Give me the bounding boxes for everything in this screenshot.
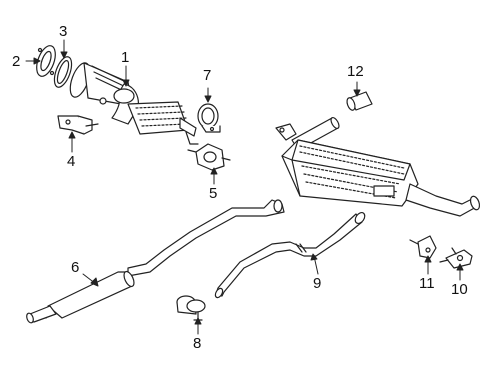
part-6-center-pipe bbox=[26, 199, 285, 324]
callout-10: 10 bbox=[451, 281, 468, 298]
callout-leaders bbox=[25, 39, 464, 335]
part-11-bracket bbox=[409, 235, 437, 259]
part-12-exhaust-tip bbox=[346, 91, 373, 111]
part-7-clamp bbox=[197, 103, 221, 133]
callout-12: 12 bbox=[347, 63, 364, 80]
part-8-clamp bbox=[176, 295, 206, 325]
callout-11: 11 bbox=[419, 275, 435, 292]
part-5-hanger bbox=[187, 143, 231, 171]
callout-8: 8 bbox=[193, 335, 202, 352]
part-4-bracket bbox=[57, 115, 99, 135]
part-3-seal-ring bbox=[53, 56, 73, 88]
callout-7: 7 bbox=[203, 67, 212, 84]
callout-3: 3 bbox=[59, 23, 68, 40]
callout-6: 6 bbox=[71, 259, 80, 276]
callout-1: 1 bbox=[121, 49, 130, 66]
part-9-rear-muffler bbox=[214, 116, 481, 299]
callout-9: 9 bbox=[313, 275, 322, 292]
callout-5: 5 bbox=[209, 185, 218, 202]
callout-2: 2 bbox=[12, 53, 21, 70]
part-2-gasket bbox=[36, 45, 56, 77]
callout-4: 4 bbox=[67, 153, 76, 170]
part-1-catalytic-converter bbox=[69, 62, 199, 145]
part-10-hanger bbox=[439, 247, 473, 269]
